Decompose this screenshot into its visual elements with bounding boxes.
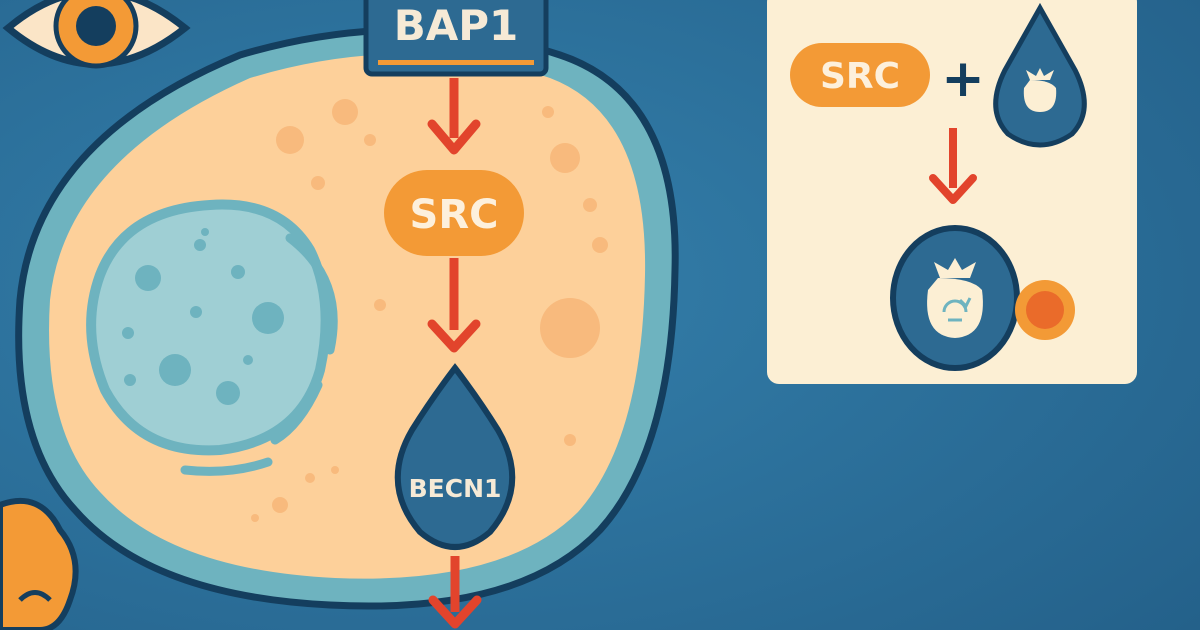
small-bag-icon xyxy=(1023,68,1057,112)
autophagosome-node xyxy=(890,225,1020,371)
inset-arrowhead xyxy=(929,174,977,204)
becn1-node: BECN1 xyxy=(394,363,516,550)
orange-lysosome xyxy=(1015,280,1075,340)
cytoplasm-granules xyxy=(251,99,608,522)
arrowhead-becn1-out xyxy=(428,595,482,629)
src-node: SRC xyxy=(384,170,524,256)
src-label: SRC xyxy=(410,192,499,238)
recycle-bag-icon xyxy=(927,258,983,338)
droplet-icon xyxy=(993,2,1087,148)
arrowhead-bap1-to-src xyxy=(427,119,481,155)
nucleus xyxy=(86,199,338,476)
cell: BAP1 SRC BECN1 xyxy=(15,0,679,629)
eye-icon xyxy=(2,0,191,69)
inset-panel: SRC + xyxy=(767,0,1137,384)
bap1-node: BAP1 xyxy=(363,0,549,77)
inset-plus-sign: + xyxy=(941,49,985,109)
inset-src-node: SRC xyxy=(790,43,930,107)
inset-src-label: SRC xyxy=(820,56,900,97)
orange-organelle xyxy=(0,498,79,630)
arrowhead-src-to-becn1 xyxy=(427,319,481,353)
becn1-label: BECN1 xyxy=(409,474,502,503)
bap1-label: BAP1 xyxy=(394,1,519,50)
